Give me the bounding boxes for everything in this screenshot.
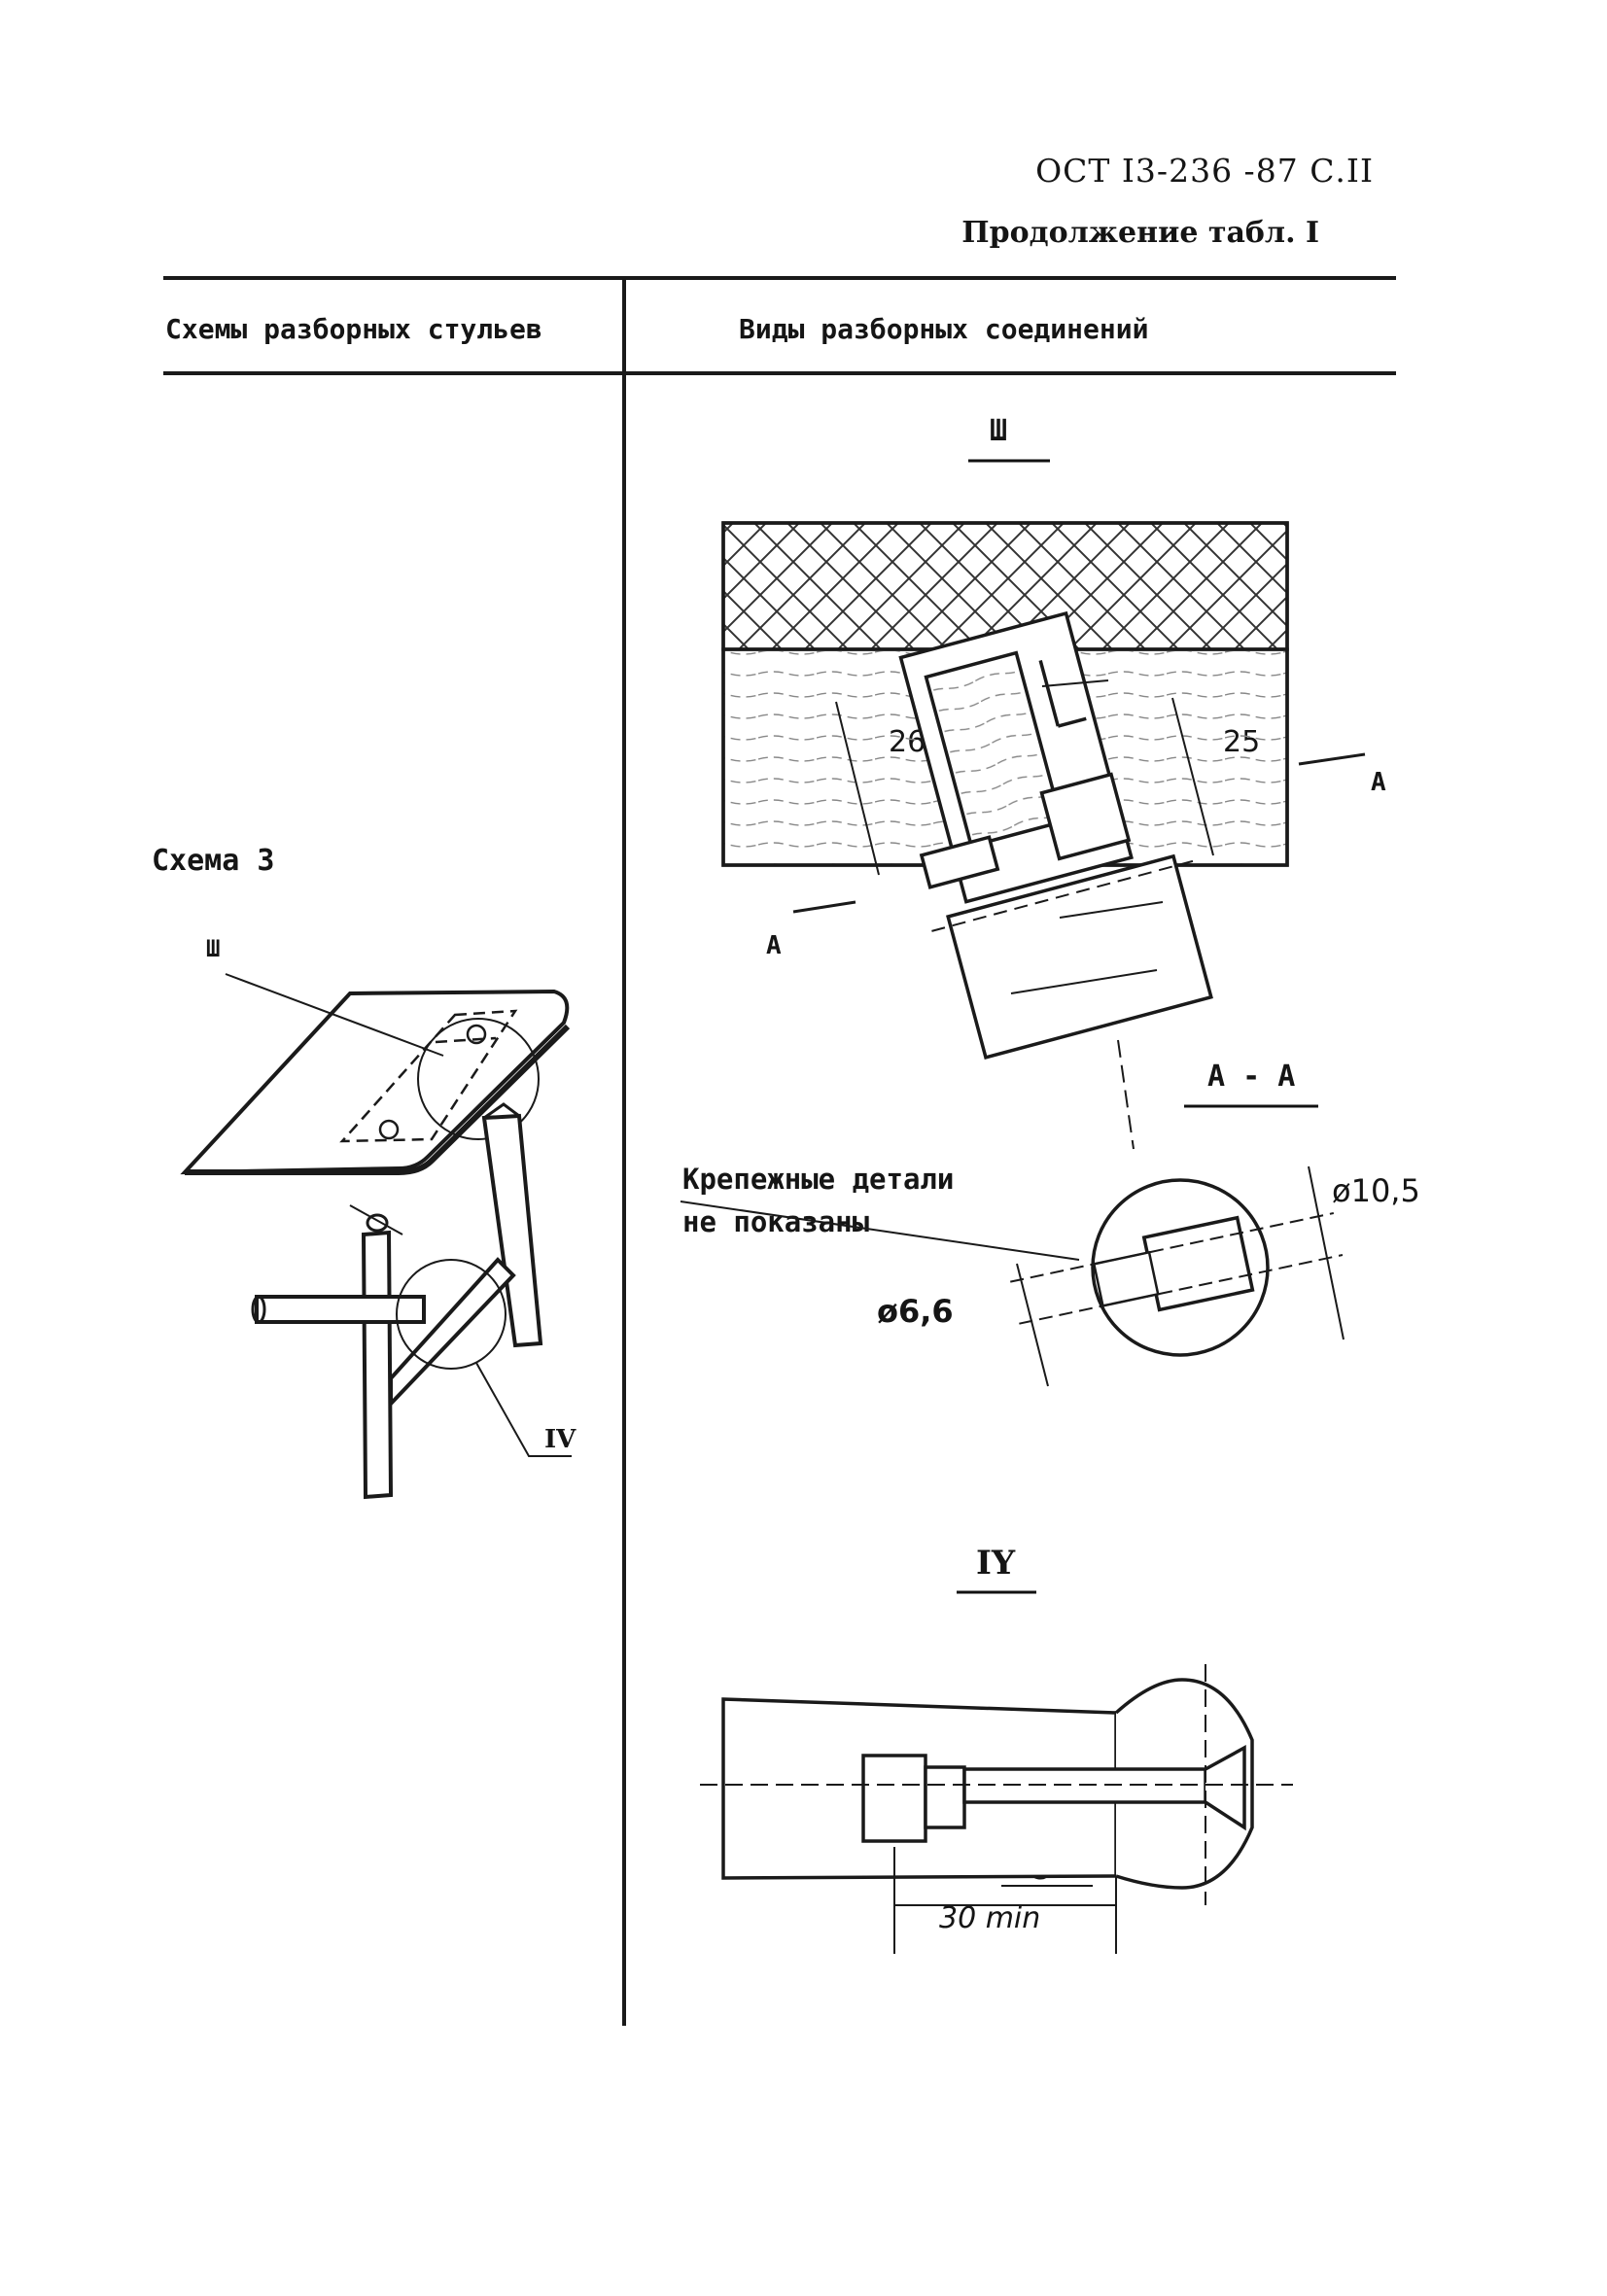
- fastener-note-line1: Крепежные детали: [682, 1163, 955, 1196]
- table-continuation-caption: Продолжение табл. I: [961, 216, 1319, 250]
- view-iii-drawing: [721, 521, 1366, 1150]
- chair-scheme-drawing: [180, 973, 572, 1500]
- section-mark-a-right: А: [1371, 768, 1386, 797]
- view-iii-title: Ш: [990, 414, 1008, 448]
- table-top-rule: [163, 276, 1396, 280]
- section-mark-a-left: А: [766, 931, 782, 960]
- view-iv-drawing: [700, 1664, 1293, 1954]
- column-header-right: Виды разборных соединений: [739, 313, 1149, 345]
- table-column-divider: [622, 276, 626, 2026]
- document-code: ОСТ I3-236 -87 С.II: [1035, 152, 1374, 190]
- callout-label-iv: IV: [544, 1425, 576, 1454]
- dimension-30-min: 30 min: [939, 1901, 1041, 1935]
- diameter-6-6: ø6,6: [877, 1293, 954, 1330]
- section-aa-title: А - А: [1207, 1060, 1296, 1094]
- fastener-note-line2: не показаны: [682, 1205, 870, 1238]
- callout-label-iii: Ш: [206, 935, 221, 962]
- scheme-label: Схема 3: [152, 844, 275, 878]
- diameter-10-5: ø10,5: [1332, 1172, 1420, 1209]
- column-header-left: Схемы разборных стульев: [165, 313, 542, 345]
- section-aa-drawing: [680, 1165, 1345, 1387]
- table-header-rule: [163, 371, 1396, 375]
- view-iv-title: IY: [976, 1544, 1016, 1583]
